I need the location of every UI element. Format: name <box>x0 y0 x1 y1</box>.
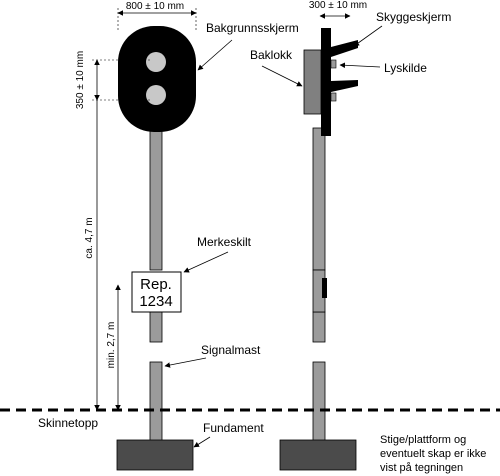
label-background-screen: Bakgrunnsskjerm <box>206 21 299 35</box>
label-shade: Skyggeskjerm <box>376 10 451 24</box>
front-mast-upper <box>149 127 163 271</box>
marker-sign <box>131 271 182 313</box>
side-mast-upper <box>312 127 326 271</box>
label-marker-sign: Merkeskilt <box>197 235 252 249</box>
side-foundation <box>279 439 357 471</box>
side-background-screen <box>321 28 331 136</box>
note-line2: eventuelt skap er ikke <box>380 448 486 460</box>
label-light-source: Lyskilde <box>384 61 427 75</box>
marker-sign-line2: 1234 <box>139 293 172 310</box>
side-mast-middle <box>312 311 326 343</box>
arrow-shade <box>353 25 383 47</box>
label-rail-top: Skinnetopp <box>38 416 98 430</box>
signal-lamp-top <box>146 52 166 72</box>
signal-head-background <box>118 26 196 132</box>
side-mast-lower <box>312 361 326 443</box>
note-line1: Stige/plattform og <box>380 434 466 446</box>
front-mast-middle <box>149 311 163 343</box>
label-signal-mast: Signalmast <box>201 343 261 357</box>
dim-head-height-label: 350 ± 10 mm <box>75 51 86 109</box>
label-back-cover: Baklokk <box>250 48 293 62</box>
arrow-back-cover <box>261 65 303 87</box>
shade-top <box>331 40 358 57</box>
marker-sign-line1: Rep. <box>140 276 172 293</box>
arrow-background-screen <box>197 39 233 71</box>
light-source-top <box>330 59 337 69</box>
front-mast-lower <box>149 361 163 443</box>
front-foundation <box>116 439 194 471</box>
arrow-signal-mast <box>164 357 207 368</box>
dim-total-height-label: ca. 4,7 m <box>84 217 95 258</box>
arrow-foundation <box>193 436 211 448</box>
signal-lamp-bottom <box>146 85 166 105</box>
shade-bottom <box>331 80 358 92</box>
arrow-marker-sign <box>183 251 229 273</box>
label-foundation: Fundament <box>203 421 264 435</box>
light-source-bottom <box>330 92 337 102</box>
back-cover <box>303 49 322 115</box>
side-sign-edge <box>322 278 327 298</box>
arrow-light-source <box>339 62 381 69</box>
dim-min-height-label: min. 2,7 m <box>106 322 117 369</box>
dim-width-front-label: 800 ± 10 mm <box>126 1 184 12</box>
dim-width-side-label: 300 ± 10 mm <box>309 0 367 11</box>
note-line3: vist på tegningen <box>380 462 463 474</box>
